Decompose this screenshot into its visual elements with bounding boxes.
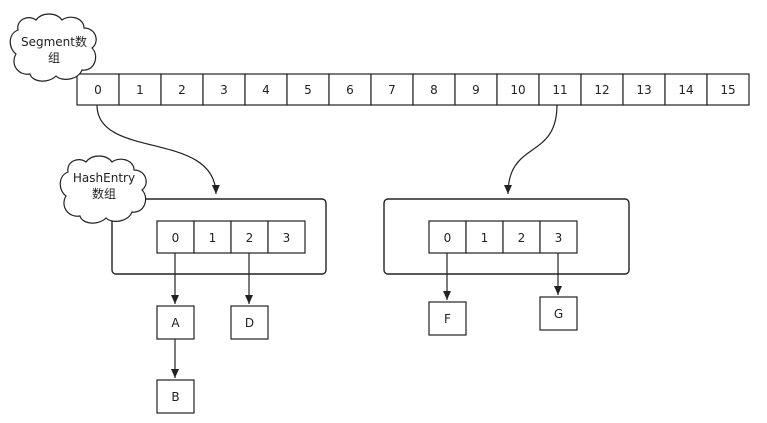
hashentry-cell-label: 1 <box>209 231 217 245</box>
hashentry-cell: 1 <box>193 220 232 254</box>
hashentry-cell: 2 <box>230 220 269 254</box>
hashentry-cell-label: 2 <box>518 231 526 245</box>
entry-node-b: B <box>156 379 195 414</box>
segment-cell-label: 11 <box>552 83 567 97</box>
entry-node-f: F <box>428 301 467 336</box>
entry-node-label: A <box>171 316 180 330</box>
segment-cell: 12 <box>580 73 624 106</box>
segment-array-callout: Segment数 组 <box>9 13 97 82</box>
segment-array-label-line2: 组 <box>48 51 60 65</box>
segment-cell: 14 <box>664 73 708 106</box>
hashentry-cell: 0 <box>156 220 195 254</box>
entry-node-a: A <box>156 305 195 340</box>
segment-cell-label: 12 <box>594 83 609 97</box>
segment-cell-label: 8 <box>430 83 438 97</box>
segment-cell: 8 <box>412 73 456 106</box>
hashentry-cell: 3 <box>267 220 306 254</box>
hashentry-cell-label: 0 <box>172 231 180 245</box>
segment-cell-label: 5 <box>304 83 312 97</box>
segment-cell: 6 <box>328 73 372 106</box>
hashentry-cell-label: 3 <box>283 231 291 245</box>
entry-node-g: G <box>539 296 578 331</box>
hashentry-cell: 1 <box>465 220 504 254</box>
hashentry-cell-label: 1 <box>481 231 489 245</box>
segment-cell-label: 3 <box>220 83 228 97</box>
segment-cell-label: 13 <box>636 83 651 97</box>
segment-cell-label: 10 <box>510 83 525 97</box>
entry-node-label: F <box>444 312 451 326</box>
cloud-shape <box>9 13 97 82</box>
entry-node-label: D <box>245 316 254 330</box>
segment-array-label: Segment数 <box>21 34 87 49</box>
hashentry-cell-label: 3 <box>555 231 563 245</box>
segment-cell-label: 2 <box>178 83 186 97</box>
segment-cell: 0 <box>76 73 120 106</box>
segment-cell: 4 <box>244 73 288 106</box>
entry-node-label: B <box>171 390 179 404</box>
hashentry-cell: 0 <box>428 220 467 254</box>
segment-cell: 11 <box>538 73 582 106</box>
segment-cell-label: 15 <box>720 83 735 97</box>
hashentry-array-label-line2: 数组 <box>92 186 116 201</box>
segment-cell-label: 6 <box>346 83 354 97</box>
segment-cell: 7 <box>370 73 414 106</box>
segment-0-connector <box>96 104 220 195</box>
segment-cell-label: 14 <box>678 83 693 97</box>
hashentry-cell: 3 <box>539 220 578 254</box>
segment-cell-label: 1 <box>136 83 144 97</box>
hashentry-cell: 2 <box>502 220 541 254</box>
segment-cell: 15 <box>706 73 750 106</box>
hashentry-cell-label: 2 <box>246 231 254 245</box>
hashentry-array-label: HashEntry <box>73 171 135 185</box>
segment-cell: 2 <box>160 73 204 106</box>
segment-cell-label: 0 <box>94 83 102 97</box>
segment-cell-label: 7 <box>388 83 396 97</box>
hashentry-cell-label: 0 <box>444 231 452 245</box>
entry-node-d: D <box>230 305 269 340</box>
entry-node-label: G <box>554 307 563 321</box>
segment-array: 0 1 2 3 4 5 6 7 8 9 10 11 12 13 14 15 <box>76 73 750 106</box>
hashentry-array-right: 0 1 2 3 <box>428 220 578 254</box>
segment-cell: 3 <box>202 73 246 106</box>
segment-cell: 1 <box>118 73 162 106</box>
segment-cell-label: 4 <box>262 83 270 97</box>
segment-11-connector <box>504 104 558 195</box>
cloud-shape <box>59 155 147 224</box>
segment-cell: 5 <box>286 73 330 106</box>
segment-cell-label: 9 <box>472 83 480 97</box>
segment-cell: 10 <box>496 73 540 106</box>
segment-cell: 13 <box>622 73 666 106</box>
hashentry-array-callout: HashEntry 数组 <box>59 155 147 224</box>
hashentry-array-left: 0 1 2 3 <box>156 220 306 254</box>
segment-cell: 9 <box>454 73 498 106</box>
